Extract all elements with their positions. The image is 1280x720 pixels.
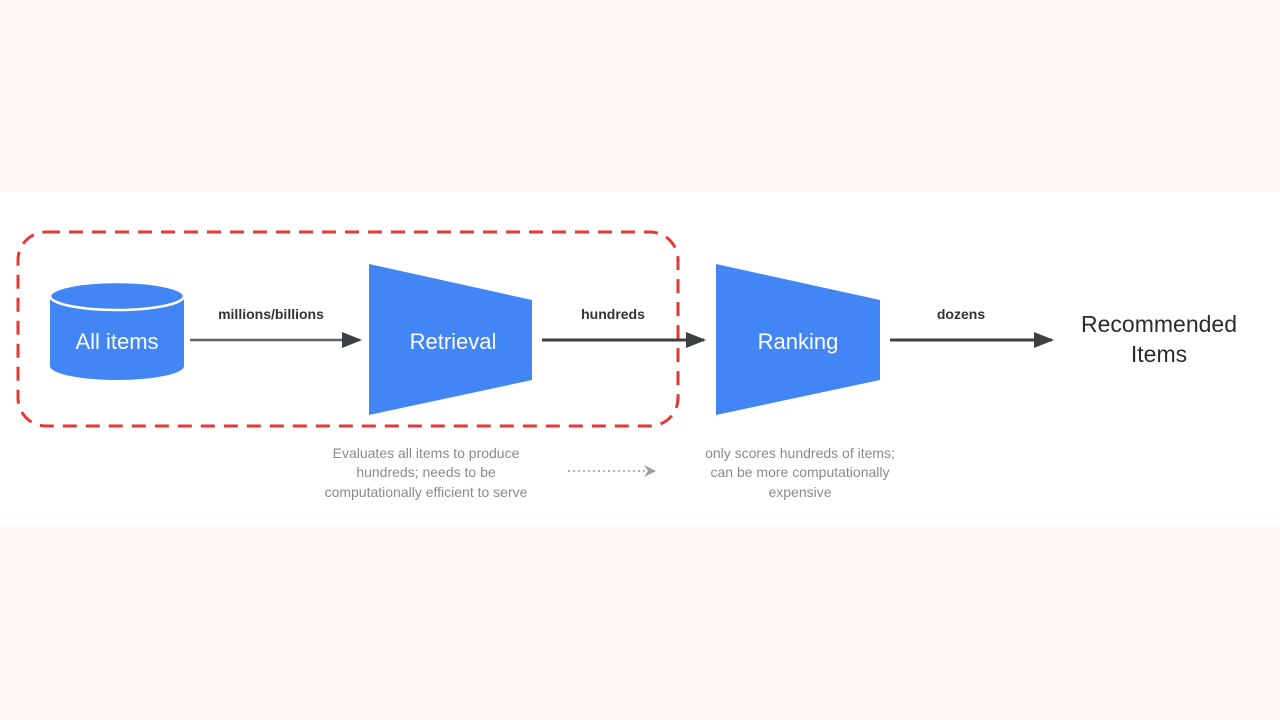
recommended-items-label-line-2: Items <box>1131 341 1187 367</box>
retrieval-note-line-1: Evaluates all items to produce <box>333 445 520 461</box>
retrieval-stage-highlight <box>16 230 680 428</box>
ranking-note-line-1: only scores hundreds of items; <box>705 445 895 461</box>
edge-label-dozens: dozens <box>937 306 985 322</box>
ranking-note-line-3: expensive <box>768 484 831 500</box>
ranking-note-line-2: can be more computationally <box>711 464 890 480</box>
retrieval-note-line-3: computationally efficient to serve <box>325 484 528 500</box>
retrieval-funnel-shape <box>369 264 532 415</box>
all-items-label: All items <box>75 329 158 354</box>
recommended-items-label-line-1: Recommended <box>1081 311 1237 337</box>
ranking-label: Ranking <box>758 329 839 354</box>
retrieval-note-line-2: hundreds; needs to be <box>356 464 496 480</box>
retrieval-label: Retrieval <box>410 329 497 354</box>
edge-label-hundreds: hundreds <box>581 306 645 322</box>
edge-label-millions-billions: millions/billions <box>218 306 324 322</box>
all-items-database-icon <box>48 280 186 380</box>
ranking-funnel-shape <box>716 264 880 415</box>
